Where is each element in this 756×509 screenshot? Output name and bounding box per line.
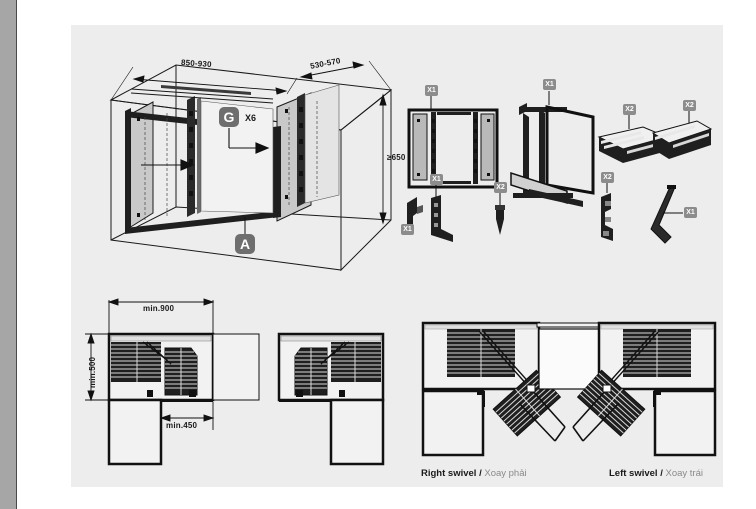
part-qty-basket-small: X2	[623, 104, 636, 115]
dim-plan-bottom-label: min.450	[166, 421, 198, 430]
callout-multiplier-g: X6	[245, 113, 257, 123]
figure-swivel-directions: Right swivel / Xoay phải Left swivel / X…	[419, 315, 719, 480]
dim-plan-top-label: min.900	[143, 304, 175, 313]
caption-right-swivel-en: Right swivel	[421, 468, 477, 479]
callout-badge-g: G	[219, 107, 239, 127]
plan-drawing	[85, 298, 385, 466]
caption-right-swivel-vi: Xoay phải	[484, 468, 527, 479]
content-sheet: 850-930 530-570 ≥650 G X6 A	[71, 25, 723, 487]
part-qty-basket-large: X2	[683, 100, 696, 111]
part-qty-swivel-rod: X1	[684, 207, 697, 218]
part-qty-pin-dowel: X2	[494, 182, 507, 193]
part-qty-bracket-right-small: X1	[430, 174, 443, 185]
figure-exploded-parts: X1 X1 X1 X2 X1 X2 X2 X2 X1	[401, 79, 713, 250]
parts-drawing	[405, 91, 713, 244]
part-qty-frame-panel: X1	[425, 85, 438, 96]
callout-badge-a: A	[235, 234, 255, 254]
part-qty-lift-mechanism: X1	[543, 79, 556, 90]
caption-left-swivel-sep: /	[660, 468, 663, 479]
part-qty-bracket-left-small: X1	[401, 224, 414, 235]
caption-right-swivel-sep: /	[479, 468, 482, 479]
page-edge-strip	[0, 0, 17, 509]
caption-left-swivel-vi: Xoay trái	[665, 468, 704, 479]
swivel-drawing	[421, 321, 717, 457]
caption-left-swivel-en: Left swivel	[609, 468, 658, 479]
figure-cabinet-isometric: 850-930 530-570 ≥650 G X6 A	[101, 45, 405, 272]
part-qty-hinge-arm: X2	[601, 172, 614, 183]
dim-height-label: ≥650	[387, 153, 406, 162]
dim-plan-left-label: min.500	[88, 356, 97, 388]
figure-plan-clearances: min.900 min.500 min.450	[81, 290, 411, 475]
cabinet-drawing	[109, 60, 393, 272]
caption-left-swivel: Left swivel / Xoay trái	[609, 468, 703, 479]
caption-right-swivel: Right swivel / Xoay phải	[421, 468, 527, 479]
